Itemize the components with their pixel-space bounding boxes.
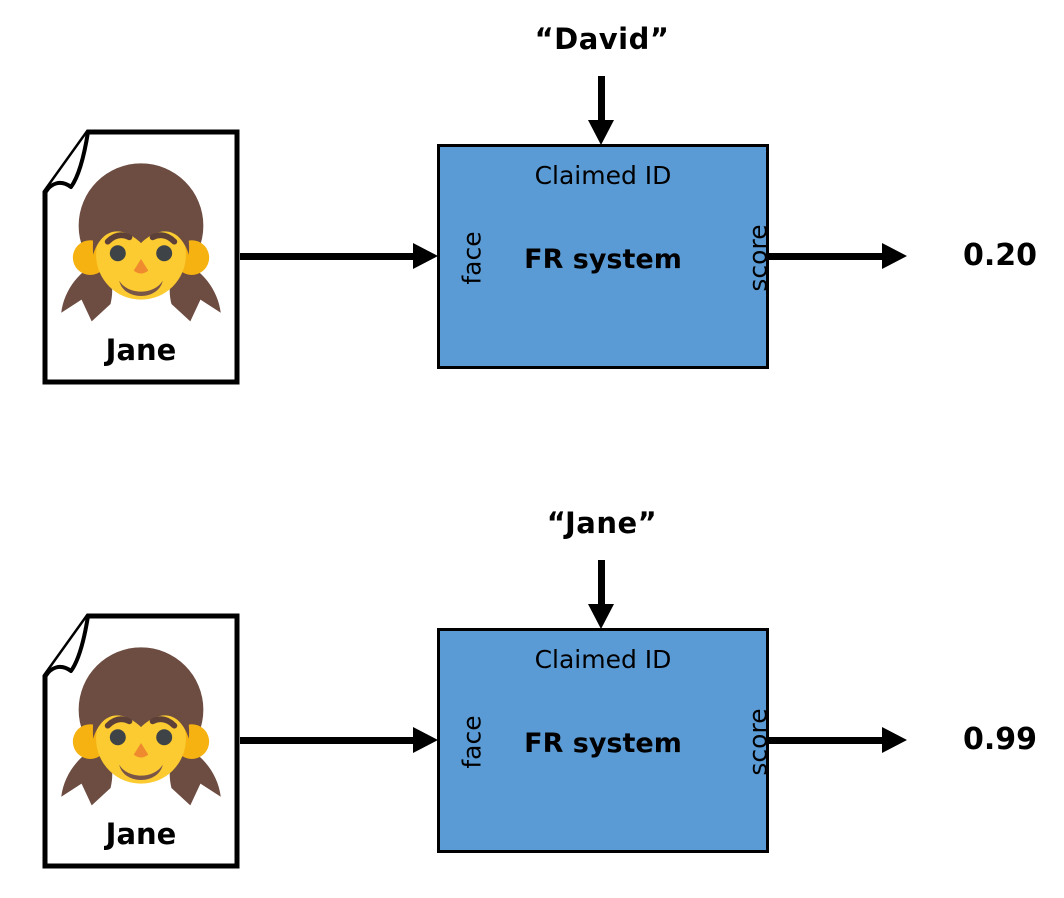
- claimed-id-port-label: Claimed ID: [534, 161, 672, 190]
- fr-system-box: Claimed ID FR system face score: [437, 628, 773, 853]
- fr-system-label: FR system: [524, 728, 682, 759]
- face-input-arrow-head: [413, 243, 438, 269]
- girl-emoji-icon: [54, 159, 228, 333]
- diagram-row-match: “Jane” Jane Claimed ID FR system face sc…: [0, 484, 1064, 898]
- score-value: 0.20: [962, 238, 1038, 273]
- face-port-label: face: [457, 715, 487, 769]
- diagram-row-nonmatch: “David” Jane Claimed ID FR system face s…: [0, 0, 1064, 414]
- face-input-arrow-head: [413, 727, 438, 753]
- probe-photo-card: Jane: [42, 613, 240, 869]
- claimed-id-arrow-head: [588, 120, 614, 145]
- score-output-arrow-line: [769, 253, 884, 260]
- fr-system-label: FR system: [524, 244, 682, 275]
- claimed-id-arrow-head: [588, 604, 614, 629]
- claimed-id-value: “David”: [534, 22, 670, 56]
- score-output-arrow-head: [882, 727, 907, 753]
- fr-system-box: Claimed ID FR system face score: [437, 144, 773, 369]
- claimed-id-arrow-line: [598, 76, 605, 122]
- claimed-id-value: “Jane”: [546, 506, 658, 540]
- score-output-arrow-line: [769, 737, 884, 744]
- claimed-id-port-label: Claimed ID: [534, 645, 672, 674]
- photo-label: Jane: [105, 817, 177, 851]
- claimed-id-arrow-line: [598, 560, 605, 606]
- probe-photo-card: Jane: [42, 129, 240, 385]
- face-input-arrow-line: [240, 737, 415, 744]
- face-port-label: face: [457, 231, 487, 285]
- face-input-arrow-line: [240, 253, 415, 260]
- score-output-arrow-head: [882, 243, 907, 269]
- score-value: 0.99: [962, 722, 1038, 757]
- photo-label: Jane: [105, 333, 177, 367]
- girl-emoji-icon: [54, 643, 228, 817]
